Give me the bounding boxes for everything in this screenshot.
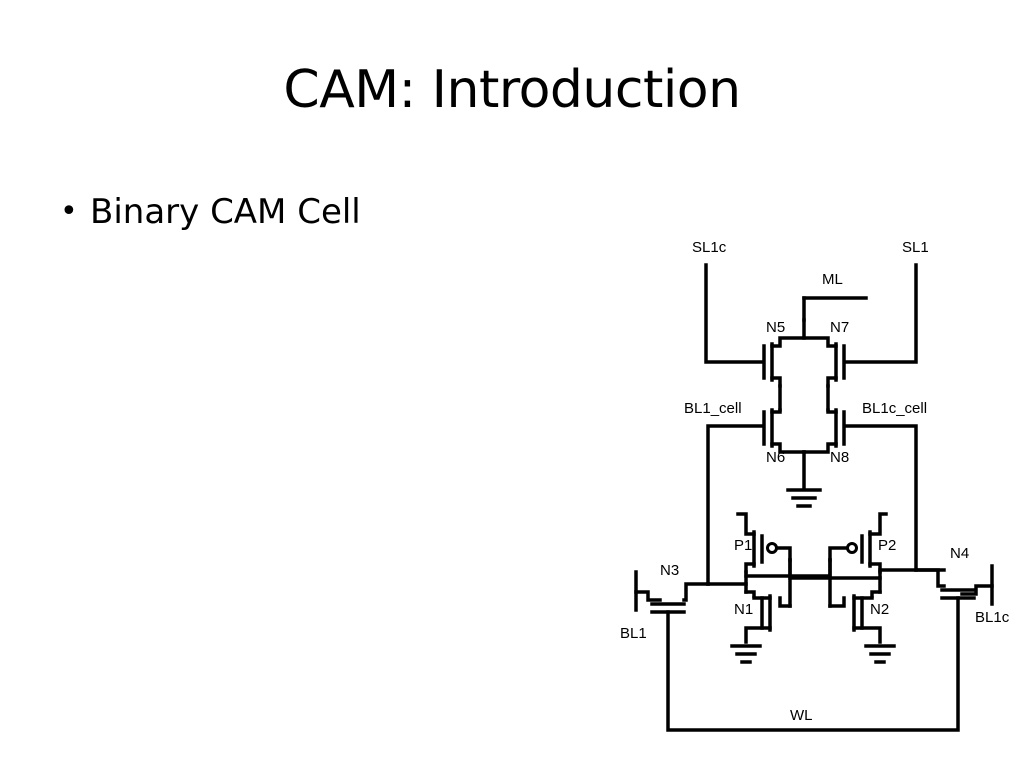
wire-bl1c-cell — [844, 424, 918, 572]
label-bl1: BL1 — [620, 625, 647, 642]
label-n8: N8 — [830, 449, 849, 466]
slide-title: CAM: Introduction — [283, 60, 741, 120]
label-bl1c-cell: BL1c_cell — [862, 400, 927, 417]
label-n1: N1 — [734, 601, 753, 618]
circuit-labels: SL1c SL1 ML N5 N7 BL1_cell BL1c_cell N6 … — [620, 239, 1010, 724]
label-sl1c: SL1c — [692, 239, 727, 256]
bullet-text: Binary CAM Cell — [90, 192, 361, 232]
bullet-dot: • — [60, 194, 78, 229]
circuit-wires — [634, 263, 994, 732]
label-n3: N3 — [660, 562, 679, 579]
n7-source — [826, 376, 838, 388]
wire-bl1-cell — [706, 424, 764, 586]
label-bl1c: BL1c — [975, 609, 1010, 626]
label-n2: N2 — [870, 601, 889, 618]
label-n6: N6 — [766, 449, 785, 466]
n5-source — [770, 376, 782, 388]
n7-drain — [802, 336, 838, 348]
label-n5: N5 — [766, 319, 785, 336]
bullet-item: • Binary CAM Cell — [60, 192, 361, 232]
label-bl1-cell: BL1_cell — [684, 400, 742, 417]
label-p1: P1 — [734, 537, 752, 554]
n5-drain — [770, 318, 806, 348]
wire-wl — [666, 596, 960, 732]
label-ml: ML — [822, 271, 843, 288]
label-n7: N7 — [830, 319, 849, 336]
label-sl1: SL1 — [902, 239, 929, 256]
label-p2: P2 — [878, 537, 896, 554]
label-n4: N4 — [950, 545, 969, 562]
label-wl: WL — [790, 707, 813, 724]
wire-sl1 — [844, 263, 918, 364]
wire-sl1c — [704, 263, 764, 364]
